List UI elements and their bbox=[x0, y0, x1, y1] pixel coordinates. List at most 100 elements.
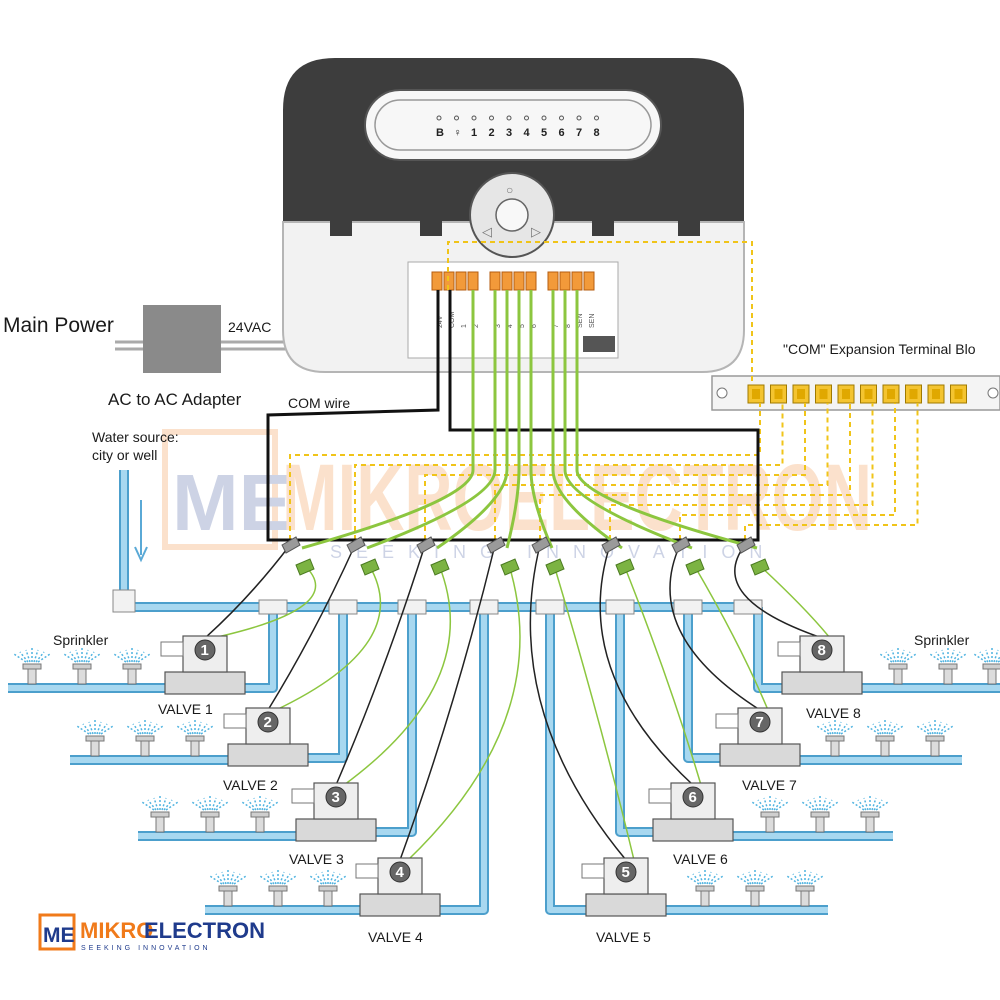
sprinkler-body bbox=[800, 889, 810, 907]
dial-center-button[interactable] bbox=[495, 198, 529, 232]
brand-logo: ME MIKRO ELECTRON SEEKING INNOVATION bbox=[38, 913, 265, 952]
spray bbox=[215, 801, 229, 811]
watermark-tagline: SEEKING INNOVATION bbox=[330, 542, 776, 562]
valve-number: 2 bbox=[264, 714, 272, 731]
spray bbox=[816, 725, 830, 735]
indicator-label: 4 bbox=[524, 127, 531, 139]
wire-nut-zone bbox=[500, 558, 520, 576]
spray bbox=[786, 875, 800, 885]
sprinkler-icon bbox=[816, 720, 854, 757]
valve-label: VALVE 5 bbox=[596, 929, 651, 945]
valve-bleed bbox=[223, 713, 247, 729]
expansion-screw bbox=[752, 389, 760, 399]
sprinkler-cap bbox=[22, 663, 42, 670]
pipe-tee bbox=[673, 599, 703, 615]
spray bbox=[203, 797, 209, 811]
expansion-feed-wire bbox=[447, 241, 753, 385]
dial-up-arrow-icon[interactable]: ○ bbox=[506, 183, 513, 197]
water-flow-arrow-icon bbox=[134, 500, 148, 563]
sprinkler-body bbox=[323, 889, 333, 907]
wire-nut-zone bbox=[360, 558, 380, 576]
sprinkler-icon bbox=[801, 796, 839, 833]
expansion-com-wire bbox=[354, 403, 784, 540]
control-dial[interactable]: ○ ◁ ▷ bbox=[469, 172, 555, 258]
spray bbox=[748, 871, 754, 885]
spray bbox=[866, 725, 880, 735]
spray bbox=[176, 725, 190, 735]
spray bbox=[836, 721, 842, 735]
valve-bleed bbox=[581, 863, 605, 879]
spray bbox=[188, 721, 194, 735]
spray bbox=[113, 653, 127, 663]
terminal-10 bbox=[559, 271, 571, 291]
spray bbox=[686, 875, 700, 885]
dial-left-arrow-icon[interactable]: ◁ bbox=[482, 224, 492, 239]
sprinkler-body bbox=[273, 889, 283, 907]
zone-wire-7 bbox=[563, 290, 693, 550]
terminal-label: 4 bbox=[507, 324, 514, 328]
spray bbox=[985, 649, 991, 663]
wire-nut-com bbox=[346, 536, 366, 554]
spray bbox=[25, 649, 31, 663]
valve-number-badge bbox=[194, 639, 216, 661]
valve-7: 7 bbox=[715, 707, 801, 767]
adapter-label: AC to AC Adapter bbox=[108, 390, 242, 409]
expansion-com-wire bbox=[609, 403, 874, 540]
expansion-com-wire bbox=[679, 403, 896, 540]
expansion-block-label: "COM" Expansion Terminal Blo bbox=[783, 341, 976, 357]
zone-wire-5 bbox=[529, 290, 554, 549]
valve-number: 6 bbox=[689, 789, 697, 806]
spray bbox=[929, 653, 943, 663]
spray bbox=[710, 875, 724, 885]
sprinkler-cap bbox=[860, 811, 880, 818]
indicator-led bbox=[471, 115, 477, 121]
sprinkler-cap bbox=[810, 811, 830, 818]
valve-com-lead bbox=[399, 544, 496, 861]
valve-number-badge bbox=[257, 711, 279, 733]
spray bbox=[76, 725, 90, 735]
spray bbox=[13, 653, 27, 663]
valve-label: VALVE 1 bbox=[158, 701, 213, 717]
spray bbox=[83, 649, 89, 663]
valve-body bbox=[295, 818, 377, 842]
sprinkler-body bbox=[155, 815, 165, 833]
indicator-led bbox=[559, 115, 564, 121]
wire-nut-zone bbox=[295, 558, 315, 576]
valve-2: 2 bbox=[223, 707, 309, 767]
spray bbox=[756, 871, 762, 885]
terminal-9 bbox=[547, 271, 559, 291]
watermark-me: ME bbox=[172, 458, 292, 547]
terminal-label: 2 bbox=[473, 324, 480, 328]
indicator-led bbox=[576, 115, 582, 121]
spray bbox=[196, 721, 202, 735]
valve-label: VALVE 6 bbox=[673, 851, 728, 867]
spray bbox=[161, 797, 167, 811]
dial-right-arrow-icon[interactable]: ▷ bbox=[531, 224, 541, 239]
spray bbox=[916, 725, 930, 735]
valve-5: 5 bbox=[581, 857, 667, 917]
sprinkler-icon bbox=[126, 720, 164, 757]
terminal-3 bbox=[455, 271, 467, 291]
com-wire-label: COM wire bbox=[288, 395, 350, 411]
terminal-label: 8 bbox=[565, 324, 572, 328]
indicator-led bbox=[489, 115, 494, 121]
spray bbox=[891, 649, 897, 663]
spray bbox=[775, 801, 789, 811]
sprinkler-body bbox=[140, 739, 150, 757]
valve-zone-lead bbox=[275, 564, 382, 711]
sprinkler-body bbox=[255, 815, 265, 833]
spray bbox=[125, 649, 131, 663]
sprinkler-cap bbox=[695, 885, 715, 892]
sprinkler-body bbox=[750, 889, 760, 907]
spray bbox=[279, 871, 285, 885]
sprinkler-cap bbox=[982, 663, 1000, 670]
wire-nut-zone bbox=[750, 558, 770, 576]
valve-zone-lead bbox=[553, 564, 635, 861]
valve-body bbox=[227, 743, 309, 767]
spray bbox=[126, 725, 140, 735]
sprinkler-cap bbox=[875, 735, 895, 742]
sprinkler-body bbox=[943, 667, 953, 685]
spray bbox=[100, 725, 114, 735]
